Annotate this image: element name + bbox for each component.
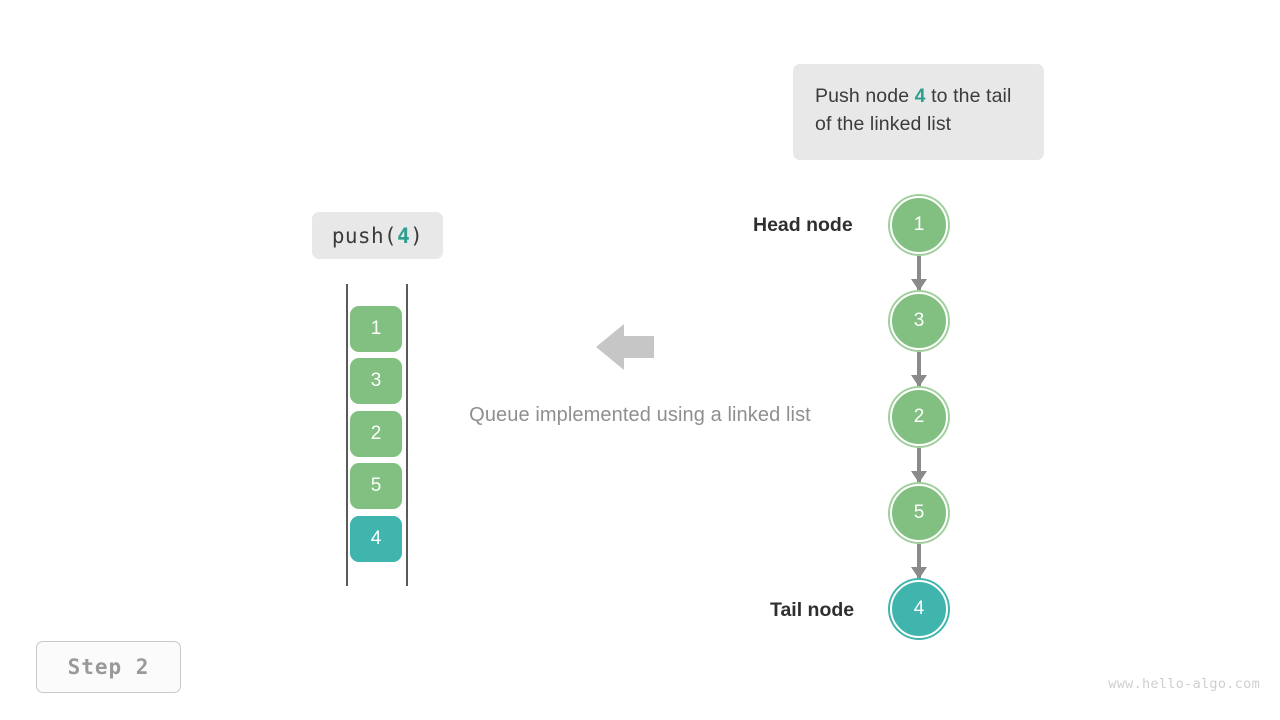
linked-list-connector <box>911 256 927 291</box>
diagram-caption: Queue implemented using a linked list <box>469 404 811 426</box>
queue-item: 1 <box>350 306 402 352</box>
operation-argument: 4 <box>397 223 411 248</box>
queue-item: 3 <box>350 358 402 404</box>
watermark: www.hello-algo.com <box>1108 676 1260 692</box>
operation-prefix: push( <box>331 223 398 248</box>
description-text: Push node 4 to the tail of the linked li… <box>815 82 1022 138</box>
linked-list-node: 5 <box>890 484 948 542</box>
linked-list-connector <box>911 544 927 579</box>
tail-node-label: Tail node <box>770 599 855 621</box>
linked-list-connector <box>911 448 927 483</box>
linked-list-node: 1 <box>890 196 948 254</box>
linked-list-container: 1 3 2 5 4 <box>860 180 990 650</box>
step-badge: Step 2 <box>36 641 181 693</box>
operation-suffix: ) <box>410 223 424 248</box>
linked-list-node: 3 <box>890 292 948 350</box>
linked-list-node: 2 <box>890 388 948 446</box>
queue-item-highlighted: 4 <box>350 516 402 562</box>
description-callout: Push node 4 to the tail of the linked li… <box>793 64 1044 160</box>
head-node-label: Head node <box>753 214 853 236</box>
linked-list-connector <box>911 352 927 387</box>
left-arrow-icon <box>596 322 654 372</box>
description-text-after: to the tail of the linked list <box>815 85 1012 135</box>
queue-rail-left <box>346 284 348 586</box>
queue-container: 1 3 2 5 4 <box>346 284 408 586</box>
operation-label: push(4) <box>312 212 443 259</box>
queue-item: 5 <box>350 463 402 509</box>
queue-rail-right <box>406 284 408 586</box>
queue-item: 2 <box>350 411 402 457</box>
linked-list-node-highlighted: 4 <box>890 580 948 638</box>
description-text-before: Push node <box>815 85 915 107</box>
description-accent-value: 4 <box>914 85 926 107</box>
